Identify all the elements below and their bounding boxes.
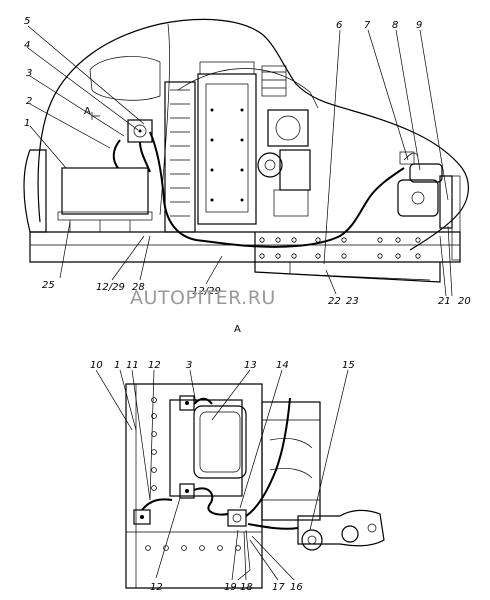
front-bumper	[23, 149, 47, 233]
side-tank	[261, 401, 321, 521]
callout-10: 10	[90, 360, 103, 371]
leaders-top	[27, 25, 453, 297]
callout-6: 6	[336, 20, 342, 31]
callout-17: 17	[272, 582, 285, 593]
callout-12-29-mid: 12/29	[192, 286, 221, 297]
reservoir	[193, 405, 247, 479]
callout-1: 1	[24, 118, 30, 129]
frame-holes	[259, 237, 421, 259]
starter-motor	[397, 151, 461, 261]
radiator	[164, 81, 196, 233]
callout-2: 2	[26, 96, 32, 107]
detail-marker-a: A	[84, 106, 91, 117]
callout-21: 21	[438, 296, 451, 307]
callout-19: 19	[224, 582, 237, 593]
callout-23: 23	[346, 296, 359, 307]
watermark-text: AUTOPITER.RU	[130, 287, 276, 309]
wiring-harness	[112, 131, 419, 248]
callout-13: 13	[244, 360, 257, 371]
top-view: A 5 4 3 2 1 6 7 8 9 25	[23, 16, 471, 307]
callout-12-bottom: 12	[150, 582, 163, 593]
callout-9: 9	[416, 20, 422, 31]
air-filter	[89, 56, 161, 101]
callout-3-detail: 3	[186, 360, 192, 371]
callout-7: 7	[364, 20, 371, 31]
battery-tray	[169, 399, 243, 497]
compressor	[257, 65, 311, 217]
battery-switch	[127, 119, 153, 143]
callout-16: 16	[290, 582, 303, 593]
callout-14: 14	[276, 360, 289, 371]
cables-detail	[141, 397, 299, 581]
view-title-a: A	[234, 324, 241, 335]
frame-rail	[29, 231, 461, 263]
bottom-view: 10 1 11 12 3 13 14 15 12 19 18 17 16	[90, 360, 385, 593]
callout-11: 11	[126, 360, 139, 371]
callout-12-top: 12	[148, 360, 161, 371]
engine-block	[197, 61, 257, 225]
battery-box	[57, 167, 153, 232]
callout-4: 4	[24, 40, 30, 51]
callout-22: 22	[328, 296, 341, 307]
callout-20: 20	[458, 296, 471, 307]
battery-terminals	[133, 395, 247, 527]
callout-8: 8	[392, 20, 398, 31]
callout-1-detail: 1	[114, 360, 120, 371]
callout-18: 18	[240, 582, 253, 593]
callout-3: 3	[26, 68, 32, 79]
callout-25: 25	[42, 280, 55, 291]
callout-15: 15	[342, 360, 355, 371]
callout-12-29-left: 12/29	[96, 282, 125, 293]
crossmember	[297, 509, 385, 551]
leaders-bottom	[95, 369, 349, 581]
callout-5: 5	[24, 16, 30, 27]
frame-plate	[125, 383, 263, 589]
callout-28: 28	[132, 282, 145, 293]
